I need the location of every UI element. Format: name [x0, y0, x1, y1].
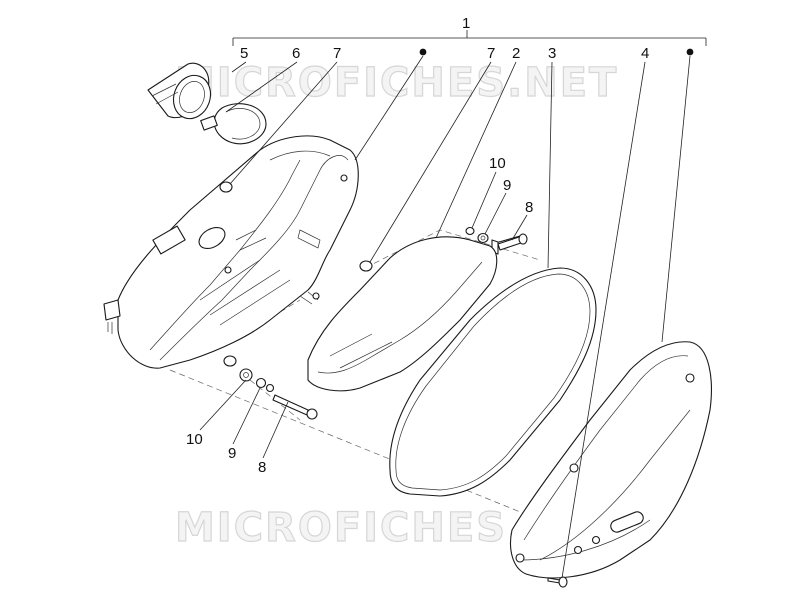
gasket: [389, 267, 597, 497]
callout-2: 2: [512, 45, 520, 62]
grommet: [219, 181, 233, 193]
assembly-bracket: [232, 30, 707, 46]
watermark-top: MICROFICHES.NET: [175, 60, 618, 106]
leader-lines: [199, 55, 691, 579]
assembly-dot-icon: [686, 48, 694, 56]
callout-9-right: 9: [503, 177, 511, 194]
callout-7-left: 7: [333, 45, 341, 62]
callout-1: 1: [462, 15, 470, 32]
callout-4: 4: [641, 45, 649, 62]
callout-5: 5: [240, 45, 248, 62]
grommet: [359, 260, 373, 272]
callout-3: 3: [548, 45, 556, 62]
hose-clamp: [200, 103, 267, 145]
callout-10-right: 10: [489, 155, 506, 172]
callout-9-left: 9: [228, 445, 236, 462]
callout-8-left: 8: [258, 459, 266, 476]
hardware-right: [465, 226, 528, 255]
assembly-dot-icon: [419, 48, 427, 56]
filter-element: [307, 236, 498, 392]
callout-10-left: 10: [186, 431, 203, 448]
filter-cover: [509, 341, 712, 579]
filter-housing: [103, 135, 359, 369]
callout-7-right: 7: [487, 45, 495, 62]
callout-8-right: 8: [525, 199, 533, 216]
hardware-left: [223, 355, 318, 420]
cover-screw: [547, 576, 568, 588]
intake-duct: [147, 62, 212, 120]
callout-6: 6: [292, 45, 300, 62]
